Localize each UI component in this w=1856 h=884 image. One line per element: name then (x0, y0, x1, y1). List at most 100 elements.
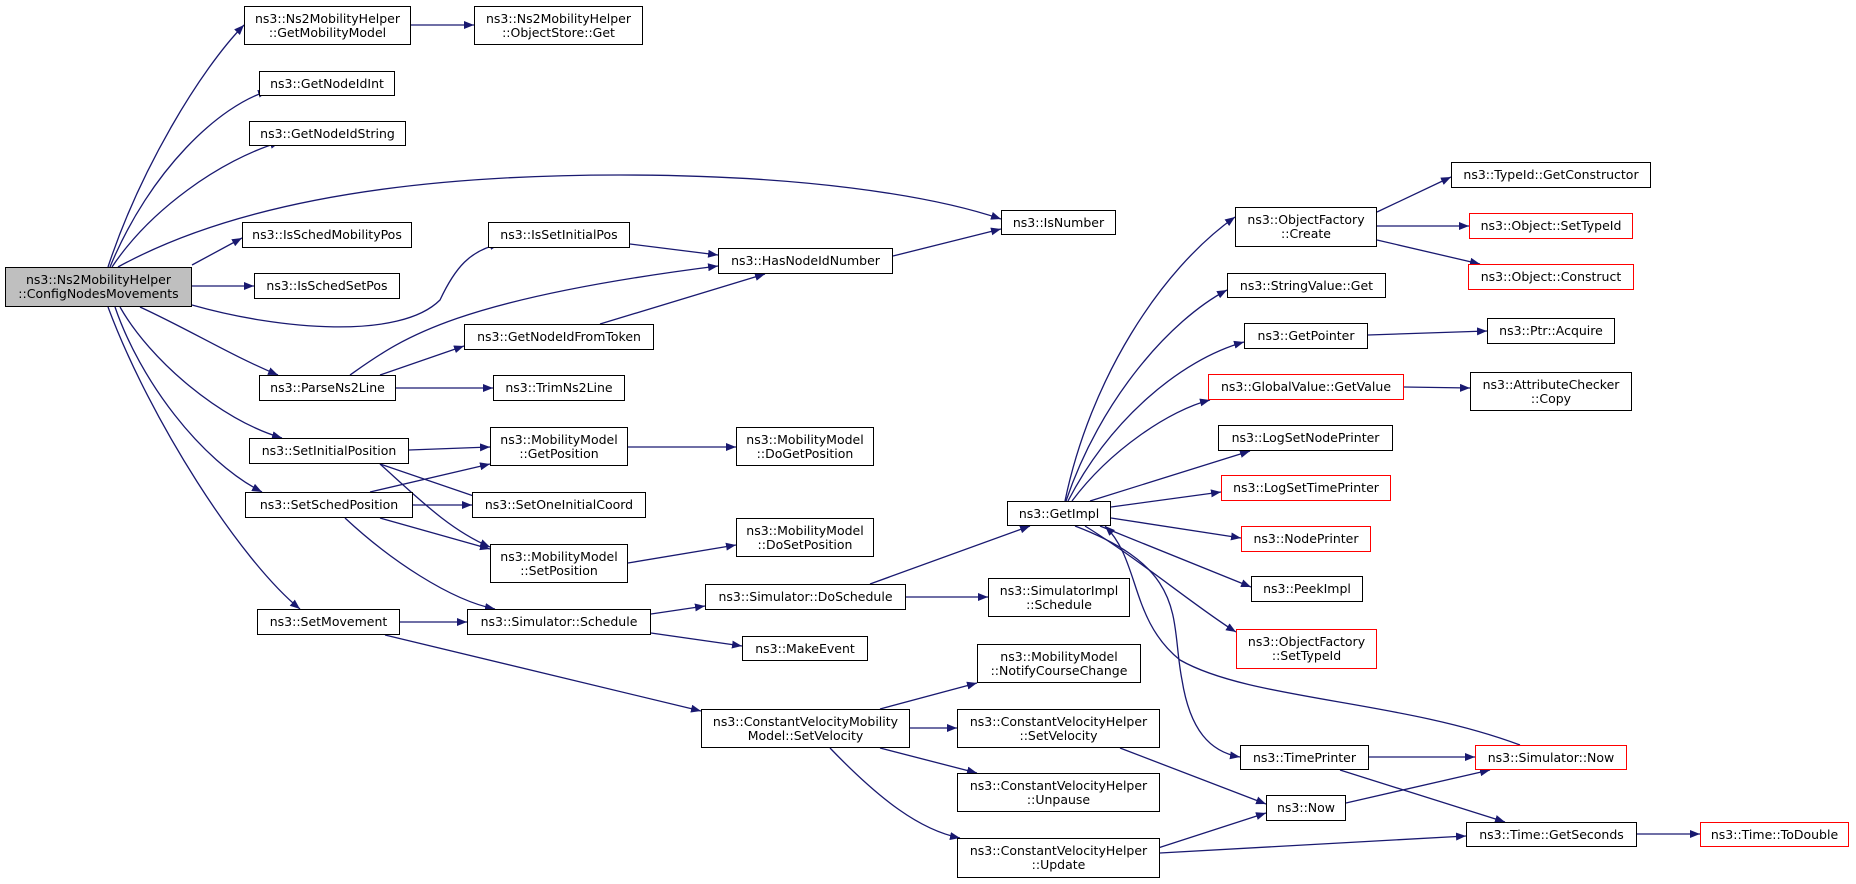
node-global-value-get-value[interactable]: ns3::GlobalValue::GetValue (1208, 374, 1404, 400)
node-object-factory-create[interactable]: ns3::ObjectFactory ::Create (1235, 207, 1377, 247)
node-label-line: ns3::IsSetInitialPos (500, 227, 618, 242)
node-get-node-id-int[interactable]: ns3::GetNodeIdInt (259, 71, 395, 96)
node-set-initial-position[interactable]: ns3::SetInitialPosition (249, 438, 409, 464)
node-object-set-type-id[interactable]: ns3::Object::SetTypeId (1469, 213, 1633, 239)
node-is-sched-mobility-pos[interactable]: ns3::IsSchedMobilityPos (242, 222, 412, 248)
node-get-node-id-from-token[interactable]: ns3::GetNodeIdFromToken (464, 324, 654, 350)
node-label-line: ns3::MobilityModel (500, 548, 618, 564)
edge-setinitialposition-to-mmgetposition (408, 443, 491, 452)
node-simulator-now[interactable]: ns3::Simulator::Now (1475, 745, 1627, 770)
node-label-line: ::ObjectStore::Get (502, 24, 615, 40)
node-parse-ns2-line[interactable]: ns3::ParseNs2Line (259, 375, 396, 401)
node-mobility-model-set-position[interactable]: ns3::MobilityModel ::SetPosition (490, 544, 628, 583)
node-simulator-schedule[interactable]: ns3::Simulator::Schedule (467, 609, 651, 635)
node-label-line: ::NotifyCourseChange (990, 662, 1128, 678)
node-time-printer[interactable]: ns3::TimePrinter (1240, 745, 1369, 770)
edge-root-to-isnumber (117, 174, 1002, 268)
node-is-sched-set-pos[interactable]: ns3::IsSchedSetPos (254, 273, 400, 299)
node-label-line: ns3::IsSchedSetPos (266, 278, 388, 293)
node-attribute-checker-copy[interactable]: ns3::AttributeChecker ::Copy (1470, 372, 1632, 411)
node-label-line: ns3::GetNodeIdString (260, 125, 395, 141)
node-label-line: ns3::MobilityModel (746, 522, 864, 538)
node-get-impl[interactable]: ns3::GetImpl (1007, 501, 1111, 526)
node-mobility-model-do-get-position[interactable]: ns3::MobilityModel ::DoGetPosition (736, 427, 874, 466)
node-now[interactable]: ns3::Now (1266, 795, 1346, 821)
node-mobility-model-get-position[interactable]: ns3::MobilityModel ::GetPosition (490, 427, 628, 466)
node-simulator-impl-schedule[interactable]: ns3::SimulatorImpl ::Schedule (988, 578, 1130, 617)
node-set-sched-position[interactable]: ns3::SetSchedPosition (245, 492, 413, 518)
node-set-one-initial-coord[interactable]: ns3::SetOneInitialCoord (472, 492, 646, 518)
node-time-to-double[interactable]: ns3::Time::ToDouble (1700, 822, 1849, 847)
edge-now-to-simnow (1345, 768, 1491, 804)
node-label-line: ns3::SetOneInitialCoord (484, 497, 634, 512)
node-peek-impl[interactable]: ns3::PeekImpl (1251, 576, 1363, 602)
edge-setschedposition-to-mmsetposition (379, 517, 491, 551)
node-label-line: ns3::MobilityModel (500, 431, 618, 447)
node-log-set-node-printer[interactable]: ns3::LogSetNodePrinter (1218, 425, 1393, 451)
edge-root-to-getmobilitymodel (107, 24, 245, 268)
node-constant-velocity-helper-update[interactable]: ns3::ConstantVelocityHelper ::Update (957, 838, 1160, 878)
edge-getimpl-to-globalvaluegetvalue (1071, 398, 1211, 502)
edge-root-to-parsens2line (139, 306, 279, 376)
node-object-factory-set-type-id[interactable]: ns3::ObjectFactory ::SetTypeId (1236, 629, 1377, 669)
node-mobility-model-do-set-position[interactable]: ns3::MobilityModel ::DoSetPosition (736, 518, 874, 557)
node-label-line: ns3::Simulator::Schedule (480, 614, 638, 629)
edge-cvmsetvelocity-to-cvhupdate (829, 747, 961, 840)
node-set-movement[interactable]: ns3::SetMovement (257, 609, 400, 635)
node-type-id-get-constructor[interactable]: ns3::TypeId::GetConstructor (1451, 162, 1651, 188)
edge-ofcreate-to-typeidgetconstructor (1376, 176, 1452, 213)
node-label-line: ns3::NodePrinter (1253, 531, 1359, 546)
node-config-nodes-movements: ns3::Ns2MobilityHelper ::ConfigNodesMove… (5, 267, 192, 307)
node-get-node-id-string[interactable]: ns3::GetNodeIdString (249, 121, 406, 146)
edge-getimpl-to-logsettimeprinter (1110, 489, 1222, 508)
node-label-line: ns3::TypeId::GetConstructor (1463, 167, 1639, 182)
node-label-line: ns3::Ns2MobilityHelper (485, 10, 632, 26)
node-get-pointer[interactable]: ns3::GetPointer (1244, 323, 1368, 349)
node-label-line: ns3::IsNumber (1012, 214, 1105, 230)
node-label-line: ::DoGetPosition (756, 445, 854, 461)
node-label-line: ::GetMobilityModel (268, 24, 387, 40)
node-label-line: ns3::Simulator::Now (1487, 749, 1615, 765)
node-trim-ns2-line[interactable]: ns3::TrimNs2Line (493, 375, 625, 401)
edge-getimpl-to-nodeprinter (1110, 517, 1242, 541)
node-label-line: ns3::ConstantVelocityMobility (712, 713, 899, 729)
node-make-event[interactable]: ns3::MakeEvent (742, 636, 868, 661)
node-label-line: ns3::Ptr::Acquire (1499, 323, 1603, 338)
edge-mmsetposition-to-mmdosetposition (627, 542, 737, 564)
node-simulator-do-schedule[interactable]: ns3::Simulator::DoSchedule (705, 584, 906, 610)
node-label-line: ::DoSetPosition (757, 536, 853, 552)
node-constant-velocity-helper-set-velocity[interactable]: ns3::ConstantVelocityHelper ::SetVelocit… (957, 709, 1160, 748)
edge-simschedule-to-simdoschedule (650, 603, 706, 615)
node-object-store-get[interactable]: ns3::Ns2MobilityHelper ::ObjectStore::Ge… (474, 6, 643, 45)
edge-cvhsetvelocity-to-now (1119, 747, 1267, 805)
node-constant-velocity-mobility-model-set-velocity[interactable]: ns3::ConstantVelocityMobility Model::Set… (701, 709, 910, 748)
node-label-line: Model::SetVelocity (747, 727, 864, 743)
node-label-line: ns3::IsSchedMobilityPos (252, 227, 402, 242)
node-label-line: ns3::ConstantVelocityHelper (969, 843, 1148, 858)
node-label-line: ::Update (1031, 857, 1086, 872)
node-log-set-time-printer[interactable]: ns3::LogSetTimePrinter (1221, 475, 1391, 501)
node-get-mobility-model[interactable]: ns3::Ns2MobilityHelper ::GetMobilityMode… (244, 6, 411, 45)
node-time-get-seconds[interactable]: ns3::Time::GetSeconds (1466, 822, 1637, 847)
node-is-set-initial-pos[interactable]: ns3::IsSetInitialPos (488, 222, 630, 248)
node-constant-velocity-helper-unpause[interactable]: ns3::ConstantVelocityHelper ::Unpause (957, 773, 1160, 812)
node-is-number[interactable]: ns3::IsNumber (1001, 210, 1116, 235)
edge-root-to-issetinitialpos (191, 242, 501, 328)
node-has-node-id-number[interactable]: ns3::HasNodeIdNumber (718, 248, 893, 274)
node-mobility-model-notify-course-change[interactable]: ns3::MobilityModel ::NotifyCourseChange (977, 644, 1141, 683)
node-string-value-get[interactable]: ns3::StringValue::Get (1227, 273, 1386, 298)
node-object-construct[interactable]: ns3::Object::Construct (1468, 264, 1634, 290)
node-label-line: ns3::TimePrinter (1253, 749, 1356, 765)
node-label-line: ns3::MobilityModel (746, 431, 864, 447)
node-label-line: ns3::SetMovement (269, 614, 388, 629)
node-label-line: ns3::GetPointer (1257, 328, 1355, 343)
node-label-line: ns3::GetNodeIdFromToken (477, 329, 641, 344)
node-label-line: ns3::GetNodeIdInt (270, 75, 384, 91)
node-label-line: ns3::Simulator::DoSchedule (718, 589, 893, 604)
node-label-line: ns3::GetImpl (1018, 505, 1100, 521)
node-node-printer[interactable]: ns3::NodePrinter (1241, 526, 1371, 552)
edge-cvmsetvelocity-to-mmnotifycoursechange (879, 681, 978, 710)
node-ptr-acquire[interactable]: ns3::Ptr::Acquire (1487, 318, 1615, 344)
edge-setinitialposition-to-mmsetposition (379, 463, 491, 548)
